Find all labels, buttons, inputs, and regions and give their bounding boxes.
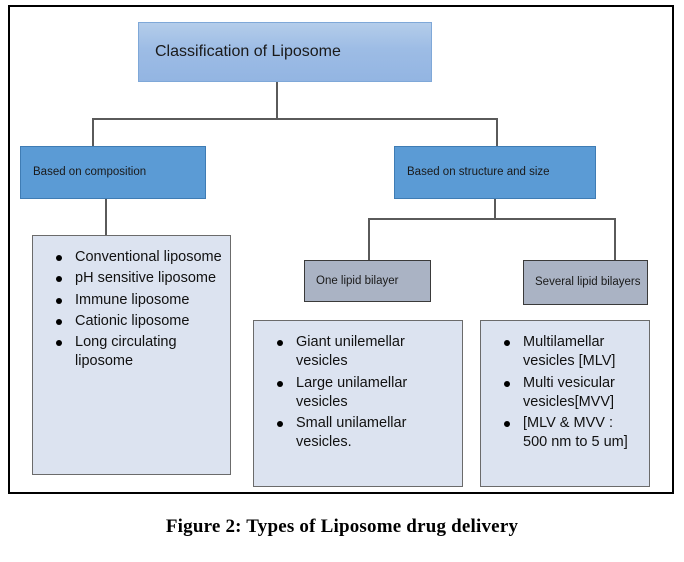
list-item: Small unilamellar vesicles. [277, 414, 454, 453]
connector-structure-bar [368, 218, 616, 220]
node-classification-of-liposome: Classification of Liposome [138, 22, 432, 82]
list-item: Large unilamellar vesicles [277, 374, 454, 413]
connector-title-stem [276, 82, 278, 119]
connector-to-composition [92, 118, 94, 151]
connector-level1-bar [92, 118, 498, 120]
node-based-on-structure-and-size-label: Based on structure and size [407, 165, 550, 178]
connector-to-several-lipid-bilayers [614, 218, 616, 261]
list-several-lipid-bilayers-items: Multilamellar vesicles [MLV] Multi vesic… [489, 333, 641, 455]
figure-caption: Figure 2: Types of Liposome drug deliver… [165, 516, 519, 537]
connector-composition-to-list [105, 199, 107, 237]
connector-to-structure-size [496, 118, 498, 151]
list-item: Conventional liposome [56, 248, 222, 267]
list-item: [MLV & MVV : 500 nm to 5 um] [504, 414, 641, 453]
connector-to-one-lipid-bilayer [368, 218, 370, 261]
node-one-lipid-bilayer: One lipid bilayer [304, 260, 431, 302]
list-item: Cationic liposome [56, 312, 222, 331]
node-title-label: Classification of Liposome [155, 43, 341, 60]
list-one-lipid-bilayer-vesicles: Giant unilemellar vesicles Large unilame… [253, 320, 463, 487]
list-several-lipid-bilayers-vesicles: Multilamellar vesicles [MLV] Multi vesic… [480, 320, 650, 487]
list-item: pH sensitive liposome [56, 269, 222, 288]
node-several-lipid-bilayers: Several lipid bilayers [523, 260, 648, 305]
node-based-on-composition: Based on composition [20, 146, 206, 199]
node-based-on-composition-label: Based on composition [33, 165, 147, 178]
node-one-lipid-bilayer-label: One lipid bilayer [316, 274, 399, 287]
list-item: Giant unilemellar vesicles [277, 333, 454, 372]
connector-structure-stem [494, 199, 496, 219]
list-item: Multilamellar vesicles [MLV] [504, 333, 641, 372]
list-item: Multi vesicular vesicles[MVV] [504, 374, 641, 413]
list-composition-items: Conventional liposome pH sensitive lipos… [41, 248, 222, 374]
list-item: Long circulating liposome [56, 333, 222, 372]
node-several-lipid-bilayers-label: Several lipid bilayers [535, 276, 641, 289]
list-composition-types: Conventional liposome pH sensitive lipos… [32, 235, 231, 475]
list-item: Immune liposome [56, 291, 222, 310]
node-based-on-structure-and-size: Based on structure and size [394, 146, 596, 199]
diagram-frame: Classification of Liposome Based on comp… [8, 5, 674, 494]
list-one-lipid-bilayer-items: Giant unilemellar vesicles Large unilame… [262, 333, 454, 455]
